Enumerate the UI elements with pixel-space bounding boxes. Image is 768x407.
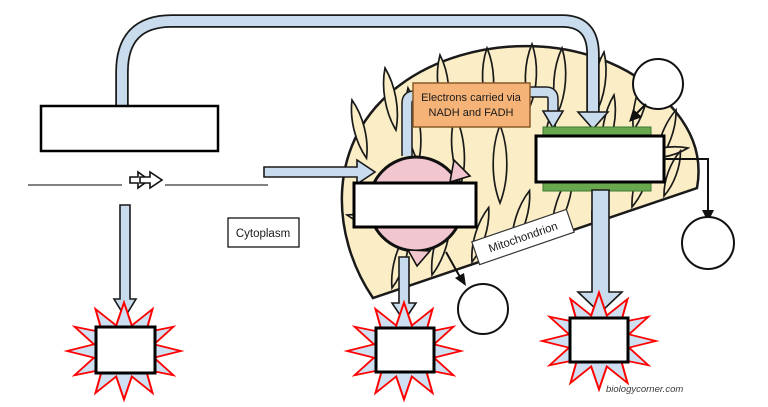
- glycolysis-blank-box: [39, 104, 220, 153]
- electron-carrier-line2: NADH and FADH: [429, 107, 514, 119]
- pipe-arrowhead-down-icon: [541, 110, 565, 130]
- cycle-arrowhead-icon: [448, 158, 472, 184]
- arrow-krebs-to-atp: [390, 256, 418, 323]
- oxygen-circle: [632, 58, 684, 110]
- pipe-arrowhead-down-icon: [576, 111, 610, 131]
- atp-blank-box-middle: [374, 326, 436, 374]
- krebs-cycle-blank-box: [352, 181, 478, 229]
- atp-blank-box-left: [94, 325, 157, 375]
- arrow-krebs-to-co2: [445, 251, 466, 286]
- arrow-etc-to-atp: [576, 189, 624, 315]
- etc-blank-box: [534, 134, 666, 184]
- cytoplasm-label: Cytoplasm: [227, 217, 300, 248]
- co2-circle: [457, 283, 509, 335]
- arrow-oxygen-to-etc: [629, 103, 647, 122]
- arrow-pyruvate-to-krebs: [263, 158, 377, 186]
- pipe-glycolysis-to-etc: [115, 14, 610, 131]
- cytoplasm-label-text: Cytoplasm: [236, 228, 290, 240]
- pipe-carrier-to-etc: [528, 86, 565, 130]
- mitochondrion-label: Mitochondrion: [471, 208, 575, 266]
- water-circle: [681, 216, 735, 270]
- watermark-text: biologycorner.com: [606, 384, 683, 395]
- electron-carrier-label: Electrons carried via NADH and FADH: [412, 82, 531, 128]
- arrow-glycolysis-to-atp: [112, 204, 138, 319]
- atp-blank-box-right: [568, 316, 630, 364]
- double-arrow-icon: [129, 170, 164, 190]
- cycle-arrowhead-icon: [406, 249, 432, 268]
- electron-carrier-line1: Electrons carried via: [421, 92, 522, 104]
